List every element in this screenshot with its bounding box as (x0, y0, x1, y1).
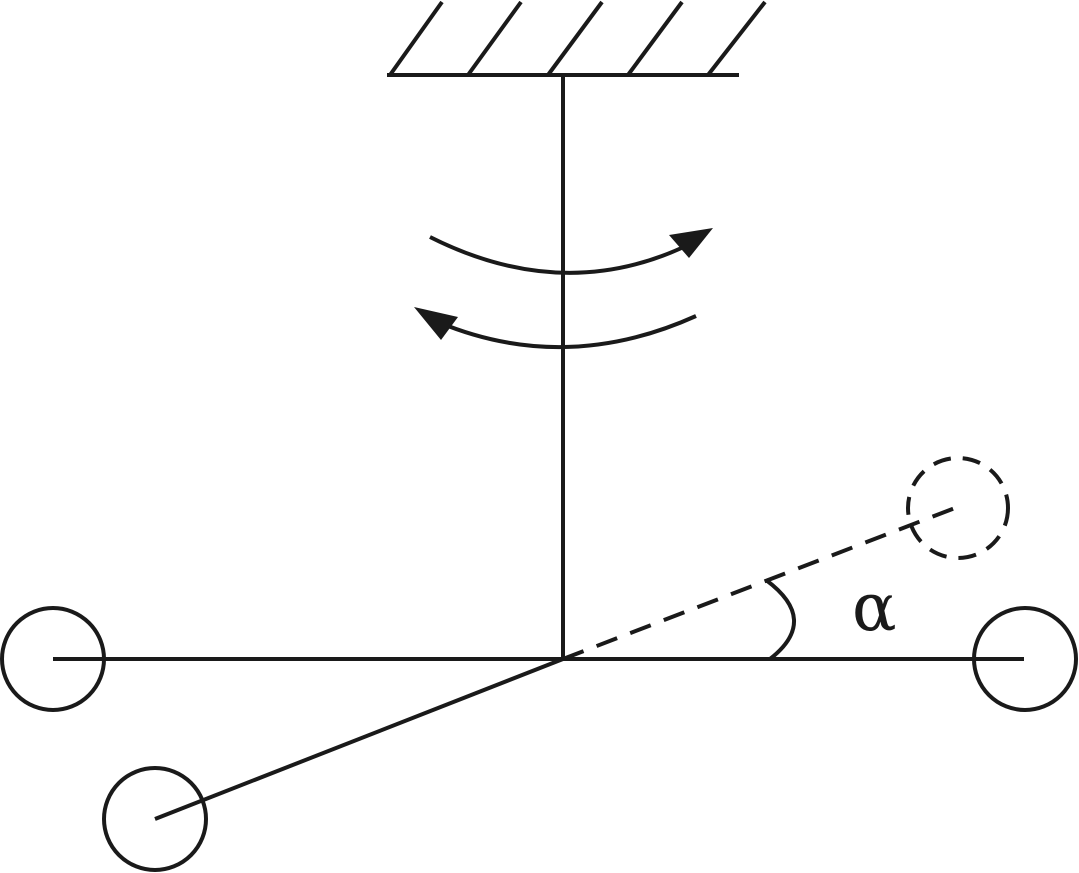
arrowhead-left-icon (414, 307, 458, 340)
hatched-ceiling-icon (387, 0, 767, 77)
angle-arc (764, 578, 796, 661)
rotation-arrow-left (437, 314, 697, 350)
rotation-arrows-icon (414, 228, 713, 350)
rotated-rod (154, 657, 564, 821)
rotated-ball (102, 766, 208, 872)
rotated-ball-dashed (906, 456, 1010, 560)
arrowhead-right-icon (669, 228, 713, 258)
angle-label: α (852, 569, 897, 646)
left-ball (0, 606, 106, 712)
rotation-arrow-right (429, 235, 691, 275)
right-ball (972, 606, 1078, 712)
